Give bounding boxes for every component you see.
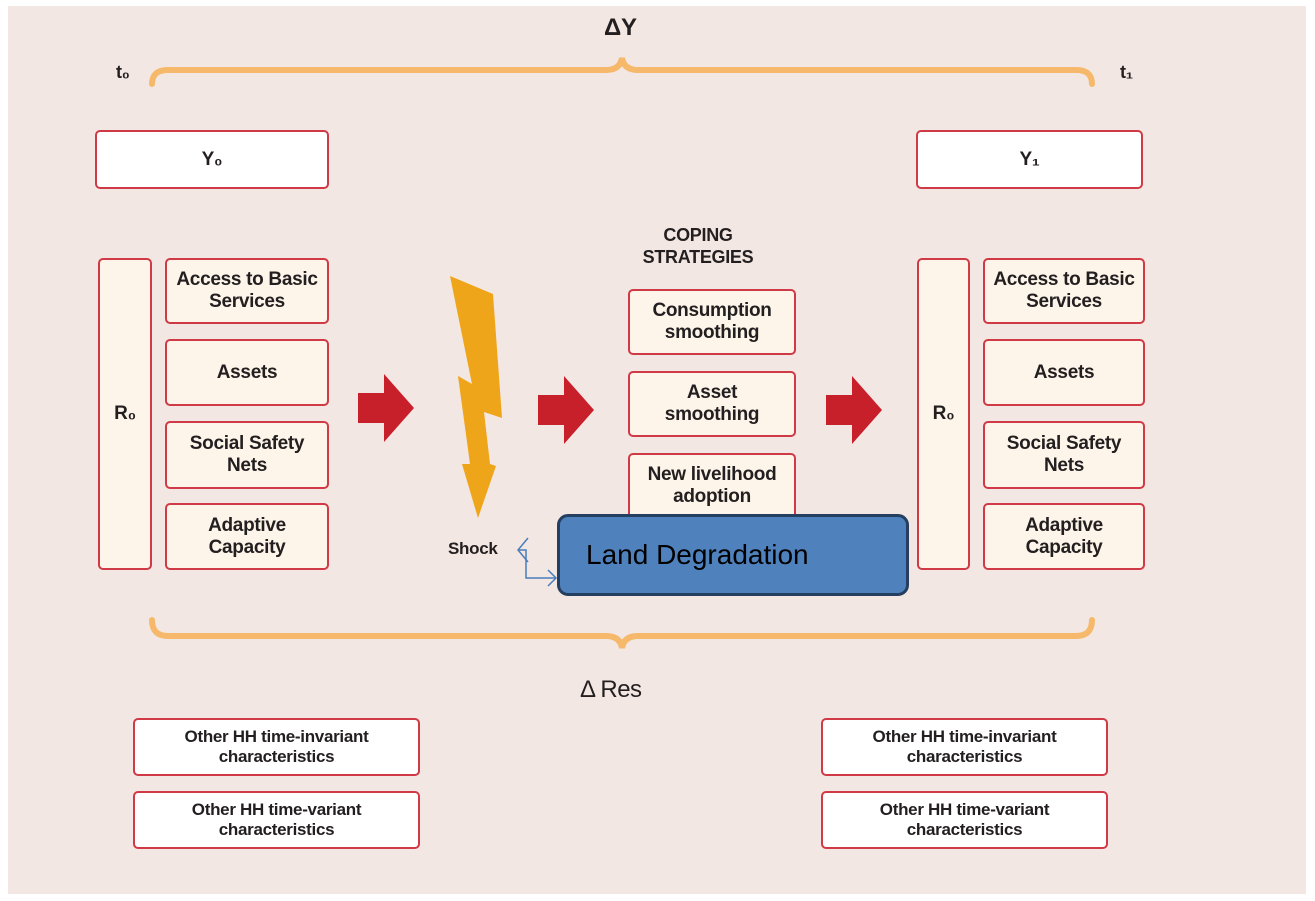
y0-label: Y₀ [201, 148, 223, 170]
left-other-variant: Other HH time-variant characteristics [133, 791, 420, 849]
delta-y-label: ΔY [604, 14, 637, 41]
left-item-assets: Assets [165, 339, 329, 406]
y0-box: Y₀ [95, 130, 329, 189]
right-other-variant: Other HH time-variant characteristics [821, 791, 1108, 849]
delta-res-label: Δ Res [580, 676, 642, 703]
left-item-access: Access to Basic Services [165, 258, 329, 324]
r0-left-label: R₀ [114, 403, 136, 424]
right-arrow-icon [826, 376, 882, 444]
t1-label: t₁ [1120, 62, 1133, 82]
right-item-assets: Assets [983, 339, 1145, 406]
callout-text: Land Degradation [586, 539, 809, 570]
land-degradation-callout: Land Degradation [557, 514, 909, 596]
top-brace [149, 57, 1095, 87]
right-item-safety-nets: Social Safety Nets [983, 421, 1145, 489]
coping-item-consumption: Consumption smoothing [628, 289, 796, 355]
lightning-bolt-icon [450, 276, 502, 518]
y1-box: Y₁ [916, 130, 1143, 189]
coping-item-asset: Asset smoothing [628, 371, 796, 437]
right-item-adaptive: Adaptive Capacity [983, 503, 1145, 570]
r0-right-box: R₀ [917, 258, 970, 570]
left-item-adaptive: Adaptive Capacity [165, 503, 329, 570]
right-item-access: Access to Basic Services [983, 258, 1145, 324]
right-other-invariant: Other HH time-invariant characteristics [821, 718, 1108, 776]
shock-label: Shock [448, 539, 498, 558]
left-other-invariant: Other HH time-invariant characteristics [133, 718, 420, 776]
right-arrow-icon [358, 374, 414, 442]
coping-title: COPING STRATEGIES [642, 225, 754, 267]
bottom-brace [149, 617, 1095, 649]
r0-left-box: R₀ [98, 258, 152, 570]
right-arrow-icon [538, 376, 594, 444]
t0-label: t₀ [116, 62, 130, 82]
diagram-canvas: ΔY t₀ t₁ Y₀ Y₁ R₀ Access to Basic Servic… [8, 6, 1306, 894]
left-item-safety-nets: Social Safety Nets [165, 421, 329, 489]
y1-label: Y₁ [1019, 148, 1040, 170]
elbow-connector-icon [517, 537, 558, 587]
coping-item-livelihood: New livelihood adoption [628, 453, 796, 519]
r0-right-label: R₀ [932, 403, 955, 424]
